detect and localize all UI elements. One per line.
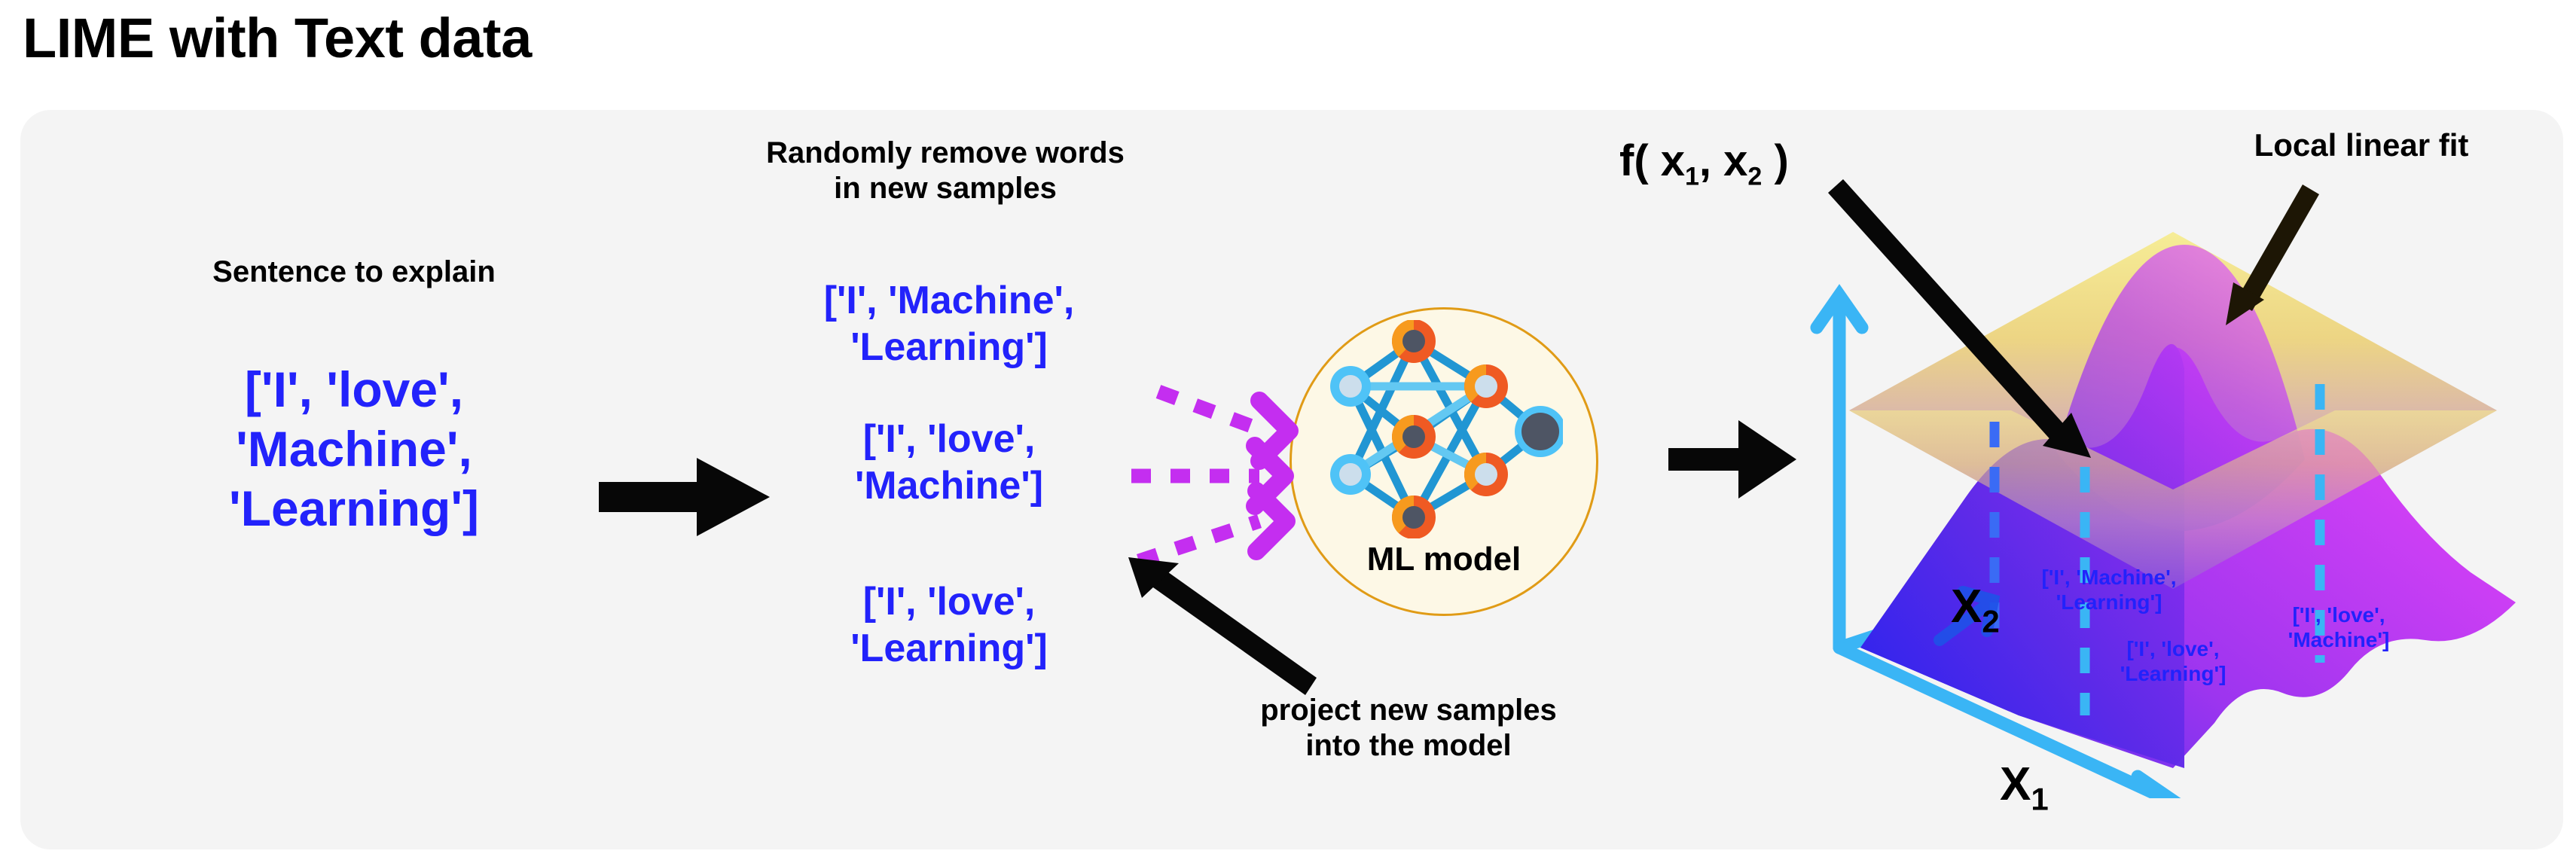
axis-label-x1: X1 <box>2000 758 2049 817</box>
z-axis <box>1810 284 1869 654</box>
local-fit-plane-front <box>1849 410 2497 589</box>
perturbed-sample-2: ['I', 'love', 'Machine'] <box>854 417 1044 508</box>
floor-direction-arrow <box>1934 586 2001 646</box>
axis-label-x2: X2 <box>1951 581 2000 639</box>
perturbed-sample-1: ['I', 'Machine', 'Learning'] <box>823 279 1075 370</box>
ml-model-label: ML model <box>1366 541 1521 578</box>
perturbed-sample-3: ['I', 'love', 'Learning'] <box>850 580 1048 671</box>
local-linear-fit-label: Local linear fit <box>2254 127 2469 163</box>
projection-label-3: ['I', 'love', 'Machine'] <box>2288 603 2390 652</box>
function-label: f( x1, x2 ) <box>1619 136 1789 191</box>
neural-network-icon <box>1330 320 1563 538</box>
page-title: LIME with Text data <box>23 7 532 69</box>
project-new-samples-caption: project new samples into the model <box>1260 694 1557 763</box>
sentence-to-explain-heading: Sentence to explain <box>212 255 496 288</box>
randomly-remove-words-heading: Randomly remove words in new samples <box>766 136 1125 206</box>
surface-plot <box>1810 232 2516 798</box>
projection-label-1: ['I', 'Machine', 'Learning'] <box>2041 566 2177 614</box>
projection-label-2: ['I', 'love', 'Learning'] <box>2120 637 2227 686</box>
sentence-to-explain-value: ['I', 'love', 'Machine', 'Learning'] <box>228 361 480 537</box>
